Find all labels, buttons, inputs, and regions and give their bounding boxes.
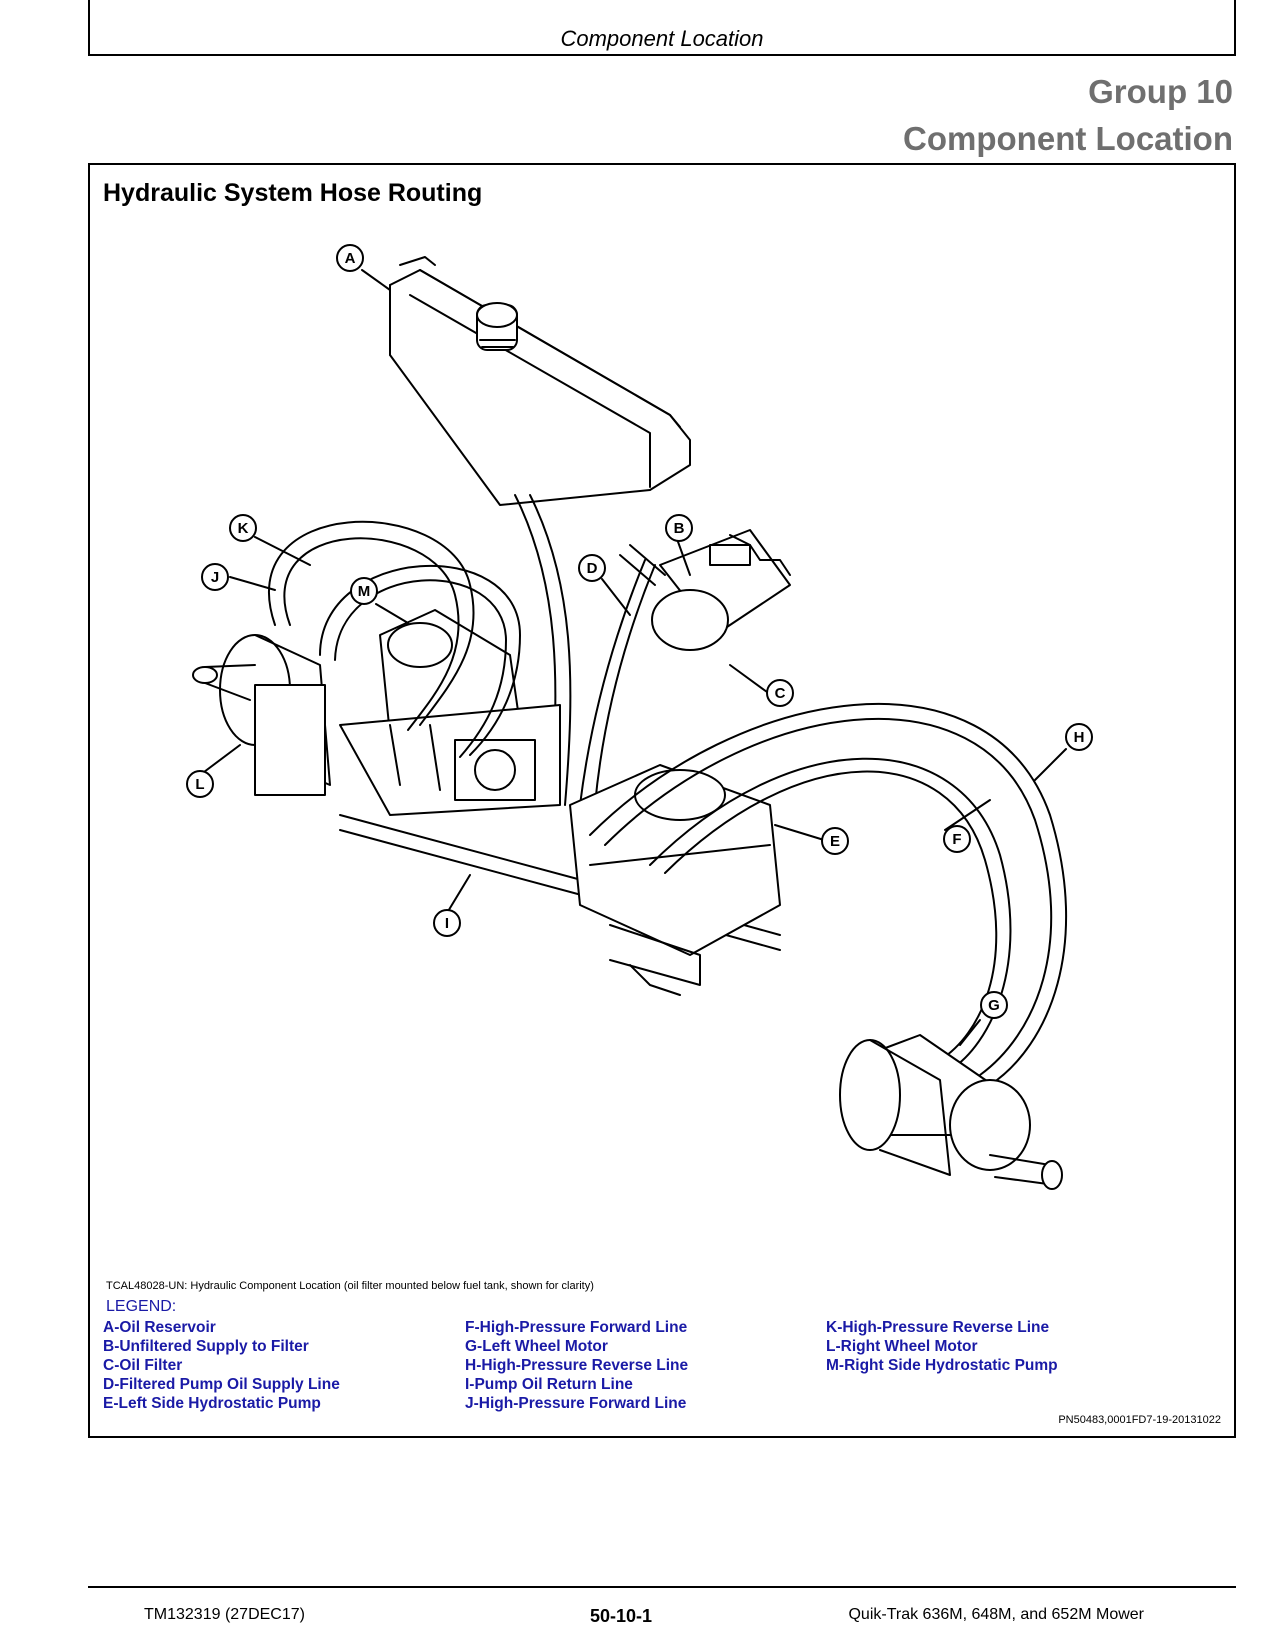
legend-item: C-Oil Filter <box>103 1357 183 1374</box>
legend-column-1: A-Oil Reservoir B-Unfiltered Supply to F… <box>103 1318 340 1413</box>
legend-item: M-Right Side Hydrostatic Pump <box>826 1357 1058 1374</box>
legend-item: J-High-Pressure Forward Line <box>465 1395 687 1412</box>
callout-l: L <box>186 770 214 798</box>
callout-i-label: I <box>445 915 449 932</box>
callout-e-label: E <box>830 833 840 850</box>
callout-b: B <box>665 514 693 542</box>
leader-lines <box>199 269 1067 1046</box>
callout-m-label: M <box>358 583 371 600</box>
section-title: Hydraulic System Hose Routing <box>103 179 483 207</box>
legend-title: LEGEND: <box>106 1298 177 1315</box>
footer-manual-id: TM132319 (27DEC17) <box>144 1606 305 1623</box>
callout-m: M <box>350 577 378 605</box>
legend-item: B-Unfiltered Supply to Filter <box>103 1338 309 1355</box>
callout-e: E <box>821 827 849 855</box>
callout-group: A B C D E F G H I J K L M <box>186 244 1093 1019</box>
reference-id: PN50483,0001FD7-19-20131022 <box>1058 1414 1221 1426</box>
callout-h-label: H <box>1074 729 1085 746</box>
legend-item: H-High-Pressure Reverse Line <box>465 1357 689 1374</box>
footer-product: Quik-Trak 636M, 648M, and 652M Mower <box>848 1606 1144 1623</box>
oil-filter-illustration <box>619 529 791 651</box>
legend-item: E-Left Side Hydrostatic Pump <box>103 1395 321 1412</box>
callout-j: J <box>201 563 229 591</box>
callout-k-label: K <box>238 520 249 537</box>
legend-column-2: F-High-Pressure Forward Line G-Left Whee… <box>465 1318 688 1413</box>
callout-a: A <box>336 244 364 272</box>
chapter-heading: Group 10 Component Location <box>903 68 1233 162</box>
legend-item: G-Left Wheel Motor <box>465 1338 608 1355</box>
hydraulic-diagram: A B C D E F G H I J K L M <box>186 244 1093 1190</box>
callout-j-label: J <box>211 569 219 586</box>
legend-item: I-Pump Oil Return Line <box>465 1376 633 1393</box>
callout-c: C <box>766 679 794 707</box>
callout-i: I <box>433 909 461 937</box>
callout-b-label: B <box>674 520 685 537</box>
legend-item: A-Oil Reservoir <box>103 1319 216 1336</box>
callout-h: H <box>1065 723 1093 751</box>
callout-c-label: C <box>775 685 786 702</box>
footer-rule <box>88 1586 1236 1588</box>
oil-reservoir-illustration <box>389 256 691 506</box>
chapter-title: Component Location <box>903 120 1233 157</box>
right-wheel-motor-illustration <box>192 634 331 796</box>
left-wheel-motor-illustration <box>839 1034 1063 1190</box>
callout-d-label: D <box>587 560 598 577</box>
figure-caption: TCAL48028-UN: Hydraulic Component Locati… <box>106 1280 594 1292</box>
running-header: Component Location <box>88 0 1236 56</box>
callout-a-label: A <box>345 250 356 267</box>
footer-page-number: 50-10-1 <box>590 1606 653 1626</box>
legend-item: K-High-Pressure Reverse Line <box>826 1319 1050 1336</box>
right-pump-illustration <box>339 609 561 816</box>
callout-l-label: L <box>195 776 204 793</box>
legend-column-3: K-High-Pressure Reverse Line L-Right Whe… <box>826 1318 1058 1375</box>
group-number: Group 10 <box>1088 73 1233 110</box>
left-pump-illustration <box>569 764 781 996</box>
legend-item: D-Filtered Pump Oil Supply Line <box>103 1376 340 1393</box>
legend-item: F-High-Pressure Forward Line <box>465 1319 688 1336</box>
callout-g-label: G <box>988 997 1000 1014</box>
callout-f-label: F <box>952 831 961 848</box>
figure-section: Hydraulic System Hose Routing <box>88 163 1236 1438</box>
legend-item: L-Right Wheel Motor <box>826 1338 978 1355</box>
callout-f: F <box>943 825 971 853</box>
callout-k: K <box>229 514 257 542</box>
callout-g: G <box>980 991 1008 1019</box>
callout-d: D <box>578 554 606 582</box>
running-title: Component Location <box>560 26 764 51</box>
